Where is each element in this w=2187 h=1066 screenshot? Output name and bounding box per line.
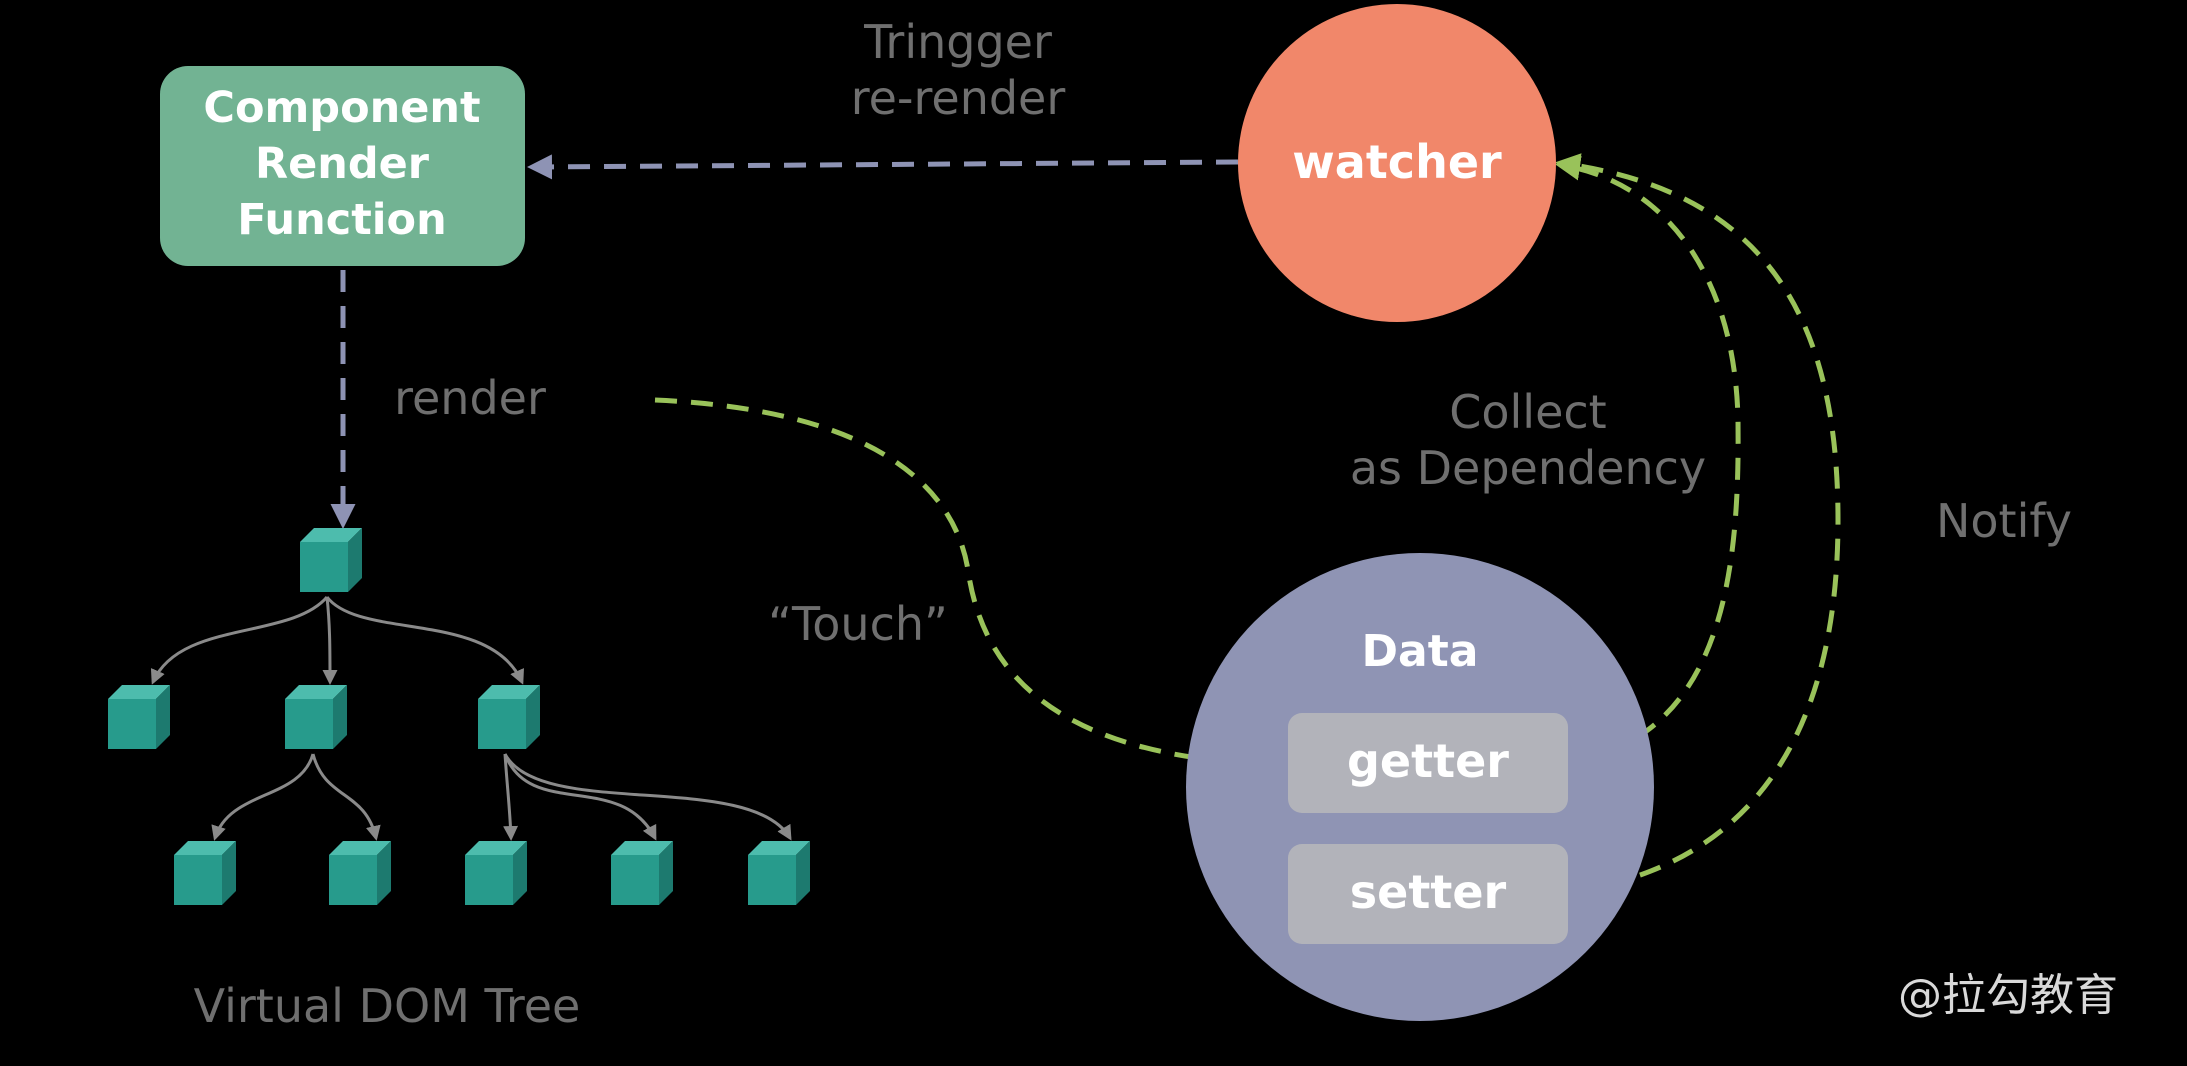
- render-label: render: [394, 371, 546, 425]
- watcher-label: watcher: [1292, 135, 1502, 189]
- setter-label: setter: [1350, 865, 1507, 919]
- vdom-node: [611, 841, 673, 905]
- vdom-node: [174, 841, 236, 905]
- vdom-node-root: [300, 528, 362, 592]
- virtual-dom-tree-edges: [150, 596, 792, 841]
- render-function-label-line2: Render: [255, 139, 430, 189]
- vdom-node: [329, 841, 391, 905]
- render-function-label-line3: Function: [237, 195, 446, 245]
- watcher-node: watcher: [1238, 4, 1556, 322]
- data-label: Data: [1362, 626, 1479, 677]
- touch-label: “Touch”: [768, 597, 948, 651]
- trigger-label-line2: re-render: [851, 71, 1066, 125]
- vdom-node: [478, 685, 540, 749]
- vdom-node: [285, 685, 347, 749]
- virtual-dom-tree: [108, 528, 810, 905]
- collect-dependency-arrow: [1555, 155, 1741, 766]
- virtual-dom-tree-caption: Virtual DOM Tree: [194, 979, 581, 1033]
- collect-label-line1: Collect: [1449, 385, 1606, 439]
- getter-label: getter: [1347, 734, 1509, 788]
- touch-arrow: [654, 397, 1291, 778]
- getter-box: getter: [1288, 713, 1568, 813]
- render-function-node: Component Render Function: [160, 66, 525, 266]
- trigger-label-line1: Tringger: [863, 15, 1052, 69]
- vdom-node: [108, 685, 170, 749]
- render-function-label-line1: Component: [203, 83, 480, 133]
- notify-label: Notify: [1936, 494, 2072, 548]
- vdom-node: [748, 841, 810, 905]
- collect-label-line2: as Dependency: [1350, 441, 1706, 495]
- data-node: Data getter setter: [1186, 553, 1654, 1021]
- vdom-node: [465, 841, 527, 905]
- notify-arrow: [1555, 153, 1841, 895]
- trigger-rerender-arrow: [527, 154, 1239, 180]
- setter-box: setter: [1288, 844, 1568, 944]
- watermark: @拉勾教育: [1898, 970, 2118, 1021]
